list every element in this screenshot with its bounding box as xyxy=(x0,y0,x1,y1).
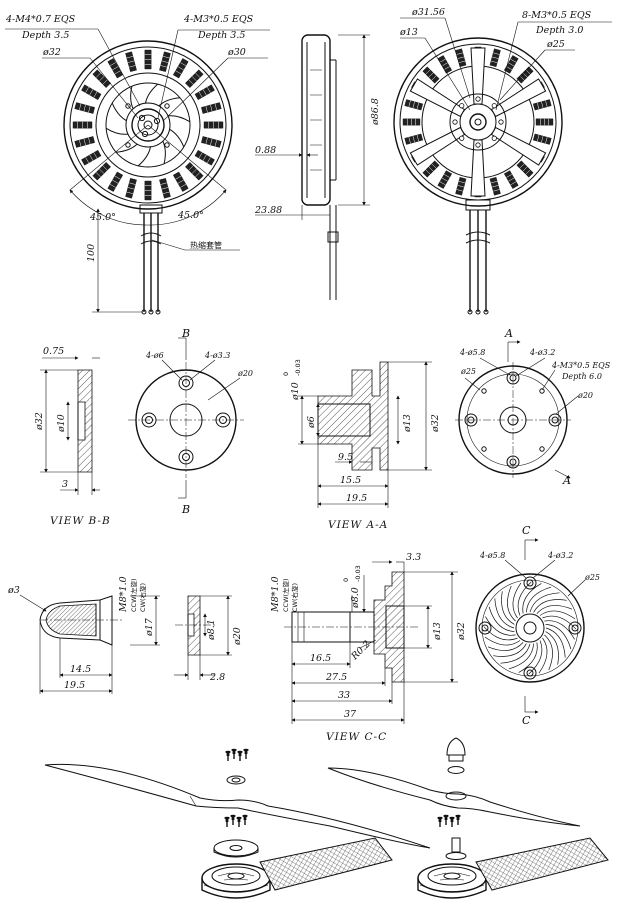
motor-side-view: ø86.8 0.88 23.88 xyxy=(254,34,381,300)
label-heat-shrink: 热缩套管 xyxy=(190,240,222,250)
dim-len-3-3: 3.3 xyxy=(406,552,421,563)
dim-nut-thread: M8*1.0 xyxy=(118,576,129,613)
dim-bolt-circle-20: ø20 xyxy=(237,369,253,378)
dim-gap-0-88: 0.88 xyxy=(255,145,276,156)
dim-holes-dia3-2: 4-ø3.2 xyxy=(529,348,555,357)
callout-8-m3-depth: Depth 3.0 xyxy=(535,25,583,36)
dim-dia-32: ø32 xyxy=(42,47,61,58)
dim-dia-86-8: ø86.8 xyxy=(370,98,381,126)
dim-washer-dia-10: ø10 xyxy=(56,414,67,433)
dim-washer-thickness-cc: 2.8 xyxy=(209,672,225,683)
callout-m4-depth: Depth 3.5 xyxy=(21,30,69,41)
dim-nut-len-14-5: 14.5 xyxy=(70,664,91,675)
motor-front-view-left: 4-M4*0.7 EQS Depth 3.5 4-M3*0.5 EQS Dept… xyxy=(5,14,270,315)
callout-4-m3-depth: Depth 6.0 xyxy=(561,372,602,381)
dim-washer-dia-32: ø32 xyxy=(34,412,45,431)
prop-washer-section: ø8.1 ø20 2.8 xyxy=(174,595,243,683)
dim-len-37: 37 xyxy=(344,709,357,720)
rotor-spokes xyxy=(105,83,191,167)
dim-washer-dia-8-1: ø8.1 xyxy=(206,619,217,641)
section-marker-c-bottom: C xyxy=(522,714,531,727)
prop-nut-section: ø3 M8*1.0 CCW(左旋) CW(右旋) ø17 14.5 19.5 xyxy=(7,576,160,694)
dim-shaft-dia-8: ø8.0 xyxy=(350,587,361,609)
view-bb-washer-face: B B 4-ø6 4-ø3.3 ø20 xyxy=(128,327,253,516)
dim-holes-dia5-8-cc: 4-ø5.8 xyxy=(479,551,505,560)
dim-nut-len-19-5: 19.5 xyxy=(64,680,85,691)
dim-len-15-5: 15.5 xyxy=(340,475,361,486)
motor-rear-view-right: ø31.56 ø13 8-M3*0.5 EQS Depth 3.0 ø25 xyxy=(393,7,612,315)
section-marker-b-top: B xyxy=(181,327,190,340)
view-cc-shaft-section: M8*1.0 CCW(左旋) CW(右旋) ø8.0 0 -0.03 3.3 ø… xyxy=(270,552,467,724)
dim-washer-dia-20: ø20 xyxy=(232,627,243,646)
exploded-assembly-right xyxy=(327,737,609,899)
callout-m3-depth: Depth 3.5 xyxy=(197,30,245,41)
dim-height-23-88: 23.88 xyxy=(254,205,282,216)
dim-dia-25-cc: ø25 xyxy=(584,573,600,582)
label-nut-ccw: CCW(左旋) xyxy=(129,578,138,612)
exploded-assembly-left xyxy=(44,748,431,899)
view-aa-face: A A 4-ø5.8 4-ø3.2 ø25 4-M3*0.5 EQS Depth… xyxy=(455,327,611,487)
dim-lead-length: 100 xyxy=(86,244,97,262)
dim-dia-31-56: ø31.56 xyxy=(411,7,445,18)
dim-washer-thickness: 3 xyxy=(62,479,68,490)
dim-dia-25: ø25 xyxy=(546,39,565,50)
dim-shaft-dia-10: ø10 xyxy=(290,382,301,401)
dim-angle-right: 45.0° xyxy=(177,210,204,221)
callout-8-m3-holes: 8-M3*0.5 EQS xyxy=(522,10,592,21)
section-marker-a-bottom: A xyxy=(562,474,571,487)
view-aa-shaft-section: ø10 0 -0.03 ø6 ø13 ø32 9.5 15.5 19.5 xyxy=(282,359,441,508)
dim-shaft-thread: M8*1.0 xyxy=(270,576,281,613)
dim-dia-13: ø13 xyxy=(399,27,418,38)
base-arms xyxy=(409,47,547,197)
dim-shaft-tol-lower: -0.03 xyxy=(294,359,302,376)
dim-washer-thickness-top: 0.75 xyxy=(43,346,64,357)
dim-angle-left: 45.0° xyxy=(89,212,116,223)
view-cc-face: C C 4-ø5.8 4-ø3.2 ø25 xyxy=(475,524,600,727)
label-shaft-cw: CW(右旋) xyxy=(290,583,299,612)
callout-m4-holes: 4-M4*0.7 EQS xyxy=(5,14,76,25)
dim-holes-dia3-3: 4-ø3.3 xyxy=(204,351,230,360)
dim-len-16-5: 16.5 xyxy=(310,653,331,664)
dim-shaft-tol-upper-cc: 0 xyxy=(342,578,350,582)
dim-holes-dia6: 4-ø6 xyxy=(145,351,164,360)
dim-nut-dia-3: ø3 xyxy=(7,585,20,596)
dim-bolt-circle-20: ø20 xyxy=(577,391,593,400)
view-title-cc: VIEW C-C xyxy=(326,731,387,743)
section-marker-c-top: C xyxy=(522,524,531,537)
dim-len-27-5: 27.5 xyxy=(325,672,347,683)
view-bb-washer-section: 0.75 ø32 ø10 3 xyxy=(34,346,100,495)
section-marker-b-bottom: B xyxy=(181,503,190,516)
dim-shaft-tol-upper: 0 xyxy=(282,372,290,376)
dim-len-19-5: 19.5 xyxy=(346,493,367,504)
dim-dia-30: ø30 xyxy=(227,47,246,58)
callout-m3-holes: 4-M3*0.5 EQS xyxy=(183,14,254,25)
dim-holes-dia3-2-cc: 4-ø3.2 xyxy=(547,551,573,560)
dim-dia-6: ø6 xyxy=(306,416,317,429)
dim-holes-dia5-8: 4-ø5.8 xyxy=(459,348,485,357)
dim-shaft-tol-lower-cc: -0.03 xyxy=(354,565,362,582)
dim-len-9-5: 9.5 xyxy=(338,452,353,463)
label-nut-cw: CW(右旋) xyxy=(138,583,147,612)
stator-coils xyxy=(72,49,224,201)
view-title-aa: VIEW A-A xyxy=(328,519,388,531)
dim-nut-dia-17: ø17 xyxy=(144,617,155,637)
dim-dia-32: ø32 xyxy=(430,414,441,433)
dim-dia-13: ø13 xyxy=(402,414,413,433)
dim-dia-25: ø25 xyxy=(460,367,476,376)
dim-dia-13-cc: ø13 xyxy=(432,622,443,641)
dim-len-33: 33 xyxy=(338,690,350,701)
view-title-bb: VIEW B-B xyxy=(50,515,111,527)
section-marker-a-top: A xyxy=(504,327,513,340)
callout-4-m3-holes: 4-M3*0.5 EQS xyxy=(551,361,611,370)
dim-dia-32-cc: ø32 xyxy=(456,622,467,641)
label-shaft-ccw: CCW(左旋) xyxy=(281,578,290,612)
